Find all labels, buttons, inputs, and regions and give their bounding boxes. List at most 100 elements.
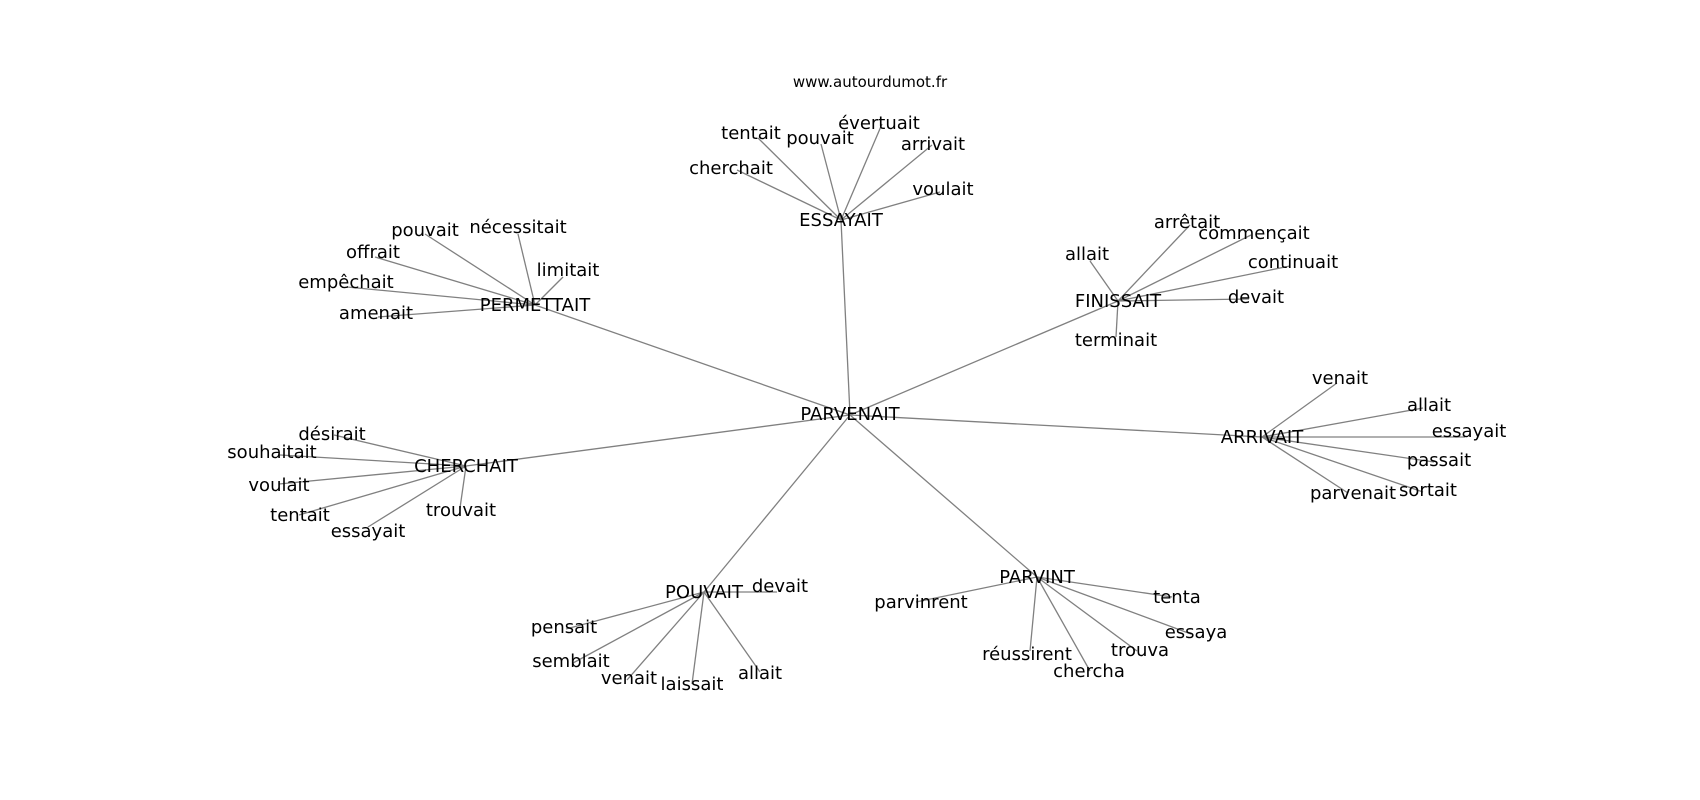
edge-hub-to-leaf <box>374 256 536 306</box>
edge-hub-to-leaf <box>626 591 705 681</box>
edge-hub-to-leaf <box>840 144 933 221</box>
leaf-node-label: continuait <box>1248 252 1338 273</box>
edge-hub-to-leaf <box>1261 436 1435 463</box>
hub-node-label: ARRIVAIT <box>1221 427 1304 448</box>
hub-node-label: FINISSAIT <box>1075 291 1162 312</box>
edge-hub-to-leaf <box>346 286 536 306</box>
leaf-node-label: pouvait <box>786 128 854 149</box>
edge-hub-to-leaf <box>691 591 705 685</box>
leaf-node-label: amenait <box>339 303 413 324</box>
leaf-node-label: semblait <box>532 651 610 672</box>
leaf-node-label: voulait <box>912 179 973 200</box>
edge-hub-to-leaf <box>840 191 941 221</box>
leaf-node-label: arrivait <box>901 134 965 155</box>
edge-hub-to-leaf <box>1117 234 1252 302</box>
leaf-node-label: cherchait <box>689 158 773 179</box>
edge-hub-to-leaf <box>377 304 536 318</box>
leaf-node-label: allait <box>1065 244 1109 265</box>
leaf-node-label: offrait <box>346 242 400 263</box>
edge-hub-to-leaf <box>820 143 842 221</box>
leaf-node-label: chercha <box>1053 661 1125 682</box>
edge-hub-to-leaf <box>424 233 536 306</box>
edge-hub-to-leaf <box>565 591 705 630</box>
edge-hub-to-leaf <box>1117 265 1291 302</box>
leaf-node-label: tentait <box>721 123 781 144</box>
edge-hub-to-leaf <box>278 465 467 485</box>
edge-root-to-hub <box>849 414 1263 438</box>
leaf-node-label: parvinrent <box>874 592 967 613</box>
edge-hub-to-leaf <box>1036 576 1138 652</box>
edge-hub-to-leaf <box>1036 576 1192 635</box>
edge-hub-to-leaf <box>1261 436 1424 493</box>
edge-hub-to-leaf <box>534 276 564 306</box>
edge-hub-to-leaf <box>279 454 467 467</box>
leaf-node-label: laissait <box>661 674 724 695</box>
edge-hub-to-leaf <box>1261 382 1338 438</box>
leaf-node-label: allait <box>1407 395 1451 416</box>
leaf-node-label: devait <box>752 576 808 597</box>
edge-hub-to-leaf <box>915 576 1038 603</box>
hub-node-label: PERMETTAIT <box>480 295 592 316</box>
edge-root-to-hub <box>849 414 1038 578</box>
leaf-node-label: passait <box>1407 450 1471 471</box>
edge-root-to-hub <box>703 414 851 593</box>
leaf-node-label: trouvait <box>426 500 496 521</box>
edge-hub-to-leaf <box>367 465 467 528</box>
leaf-node-label: essayait <box>331 521 406 542</box>
leaf-node-label: venait <box>601 668 657 689</box>
edge-hub-to-leaf <box>1036 576 1091 672</box>
leaf-node-label: essaya <box>1165 622 1228 643</box>
edge-hub-to-leaf <box>1261 436 1349 494</box>
leaf-node-label: devait <box>1228 287 1284 308</box>
edge-root-to-hub <box>465 414 851 467</box>
leaf-node-label: venait <box>1312 368 1368 389</box>
edge-hub-to-leaf <box>459 465 467 509</box>
edge-hub-to-leaf <box>1029 576 1038 652</box>
edge-hub-to-leaf <box>703 591 761 673</box>
leaf-node-label: sortait <box>1399 480 1457 501</box>
leaf-node-label: réussirent <box>982 644 1072 665</box>
edge-hub-to-leaf <box>1036 576 1173 598</box>
source-url: www.autourdumot.fr <box>793 73 948 91</box>
edge-hub-to-leaf <box>1261 407 1424 438</box>
hub-node-label: CHERCHAIT <box>414 456 519 477</box>
edge-root-to-hub <box>534 304 851 416</box>
hub-node-label: PARVINT <box>999 567 1076 588</box>
leaf-node-label: arrêtait <box>1154 212 1220 233</box>
leaf-node-label: voulait <box>248 475 309 496</box>
leaf-node-label: terminait <box>1075 330 1157 351</box>
edge-hub-to-leaf <box>757 137 842 221</box>
leaf-node-label: tenta <box>1153 587 1201 608</box>
edge-root-to-hub <box>840 219 851 416</box>
leaf-node-label: trouva <box>1111 640 1169 661</box>
leaf-node-label: souhaitait <box>227 442 316 463</box>
leaf-node-label: évertuait <box>838 113 920 134</box>
edge-hub-to-leaf <box>517 233 536 306</box>
leaf-node-label: tentait <box>270 505 330 526</box>
leaf-node-label: allait <box>738 663 782 684</box>
leaf-node-label: pouvait <box>391 220 459 241</box>
hub-node-label: POUVAIT <box>665 582 744 603</box>
edge-hub-to-leaf <box>572 591 705 664</box>
edge-hub-to-leaf <box>1115 300 1119 338</box>
edge-hub-to-leaf <box>840 123 883 221</box>
edge-hub-to-leaf <box>1117 224 1191 302</box>
leaf-node-label: essayait <box>1432 421 1507 442</box>
leaf-node-label: commençait <box>1198 223 1309 244</box>
leaf-node-label: empêchait <box>298 272 394 293</box>
edges-layer <box>278 123 1465 685</box>
edge-hub-to-leaf <box>1117 298 1250 302</box>
edge-root-to-hub <box>849 300 1119 416</box>
leaf-node-label: nécessitait <box>469 217 566 238</box>
hub-node-label: ESSAYAIT <box>799 210 884 231</box>
leaf-node-label: limitait <box>537 260 600 281</box>
leaf-node-label: parvenait <box>1310 483 1396 504</box>
edge-hub-to-leaf <box>333 434 467 467</box>
leaf-node-label: pensait <box>531 617 597 638</box>
root-node-label: PARVENAIT <box>800 404 900 425</box>
leaf-node-label: désirait <box>298 424 365 445</box>
edge-hub-to-leaf <box>736 169 842 221</box>
edge-hub-to-leaf <box>1089 260 1119 302</box>
